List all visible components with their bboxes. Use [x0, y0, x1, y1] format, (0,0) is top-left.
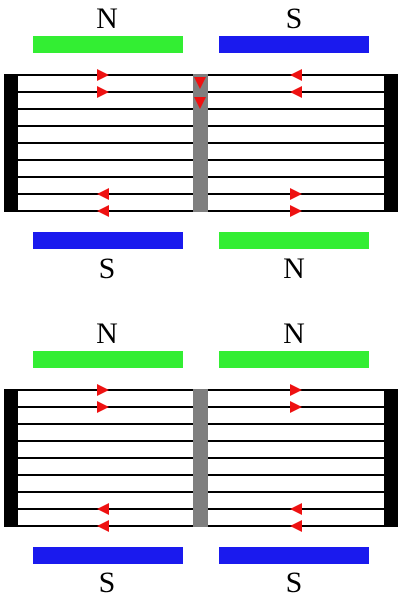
pole-label-top-left: N [96, 317, 118, 350]
field-lines-top-panel [4, 69, 398, 217]
field-arrow [290, 69, 302, 81]
field-arrow [290, 205, 302, 217]
field-arrow [97, 401, 109, 413]
panel-bottom: N N S S [4, 317, 398, 599]
field-arrow [97, 520, 109, 532]
field-arrow [97, 384, 109, 396]
pole-label-bottom-right: S [286, 566, 303, 599]
left-end-bar [4, 389, 18, 527]
magnet-top-right [219, 36, 369, 53]
field-arrow [290, 503, 302, 515]
center-separator [193, 74, 208, 212]
field-arrow [97, 69, 109, 81]
pole-label-top-right: N [283, 317, 305, 350]
field-arrow [97, 503, 109, 515]
magnet-top-left [33, 36, 183, 53]
right-end-bar [384, 389, 398, 527]
magnet-top-right [219, 351, 369, 368]
magnet-bottom-left [33, 232, 183, 249]
field-arrow [290, 520, 302, 532]
field-arrow [97, 188, 109, 200]
field-arrow [194, 97, 206, 109]
magnet-top-left [33, 351, 183, 368]
field-arrow [97, 205, 109, 217]
pole-label-bottom-right: N [283, 252, 305, 285]
magnet-bottom-right [219, 232, 369, 249]
pole-label-bottom-left: S [99, 252, 116, 285]
magnet-bottom-left [33, 547, 183, 564]
left-end-bar [4, 74, 18, 212]
panel-top: N S S N [4, 2, 398, 285]
field-arrow [97, 86, 109, 98]
field-arrow [290, 86, 302, 98]
magnet-bottom-right [219, 547, 369, 564]
right-end-bar [384, 74, 398, 212]
center-separator [193, 389, 208, 527]
field-arrow [290, 401, 302, 413]
field-arrow [290, 188, 302, 200]
pole-label-top-right: S [286, 2, 303, 35]
field-arrow [290, 384, 302, 396]
field-lines-bottom-panel [4, 384, 398, 532]
pole-label-bottom-left: S [99, 566, 116, 599]
field-arrow [194, 77, 206, 89]
pole-label-top-left: N [96, 2, 118, 35]
